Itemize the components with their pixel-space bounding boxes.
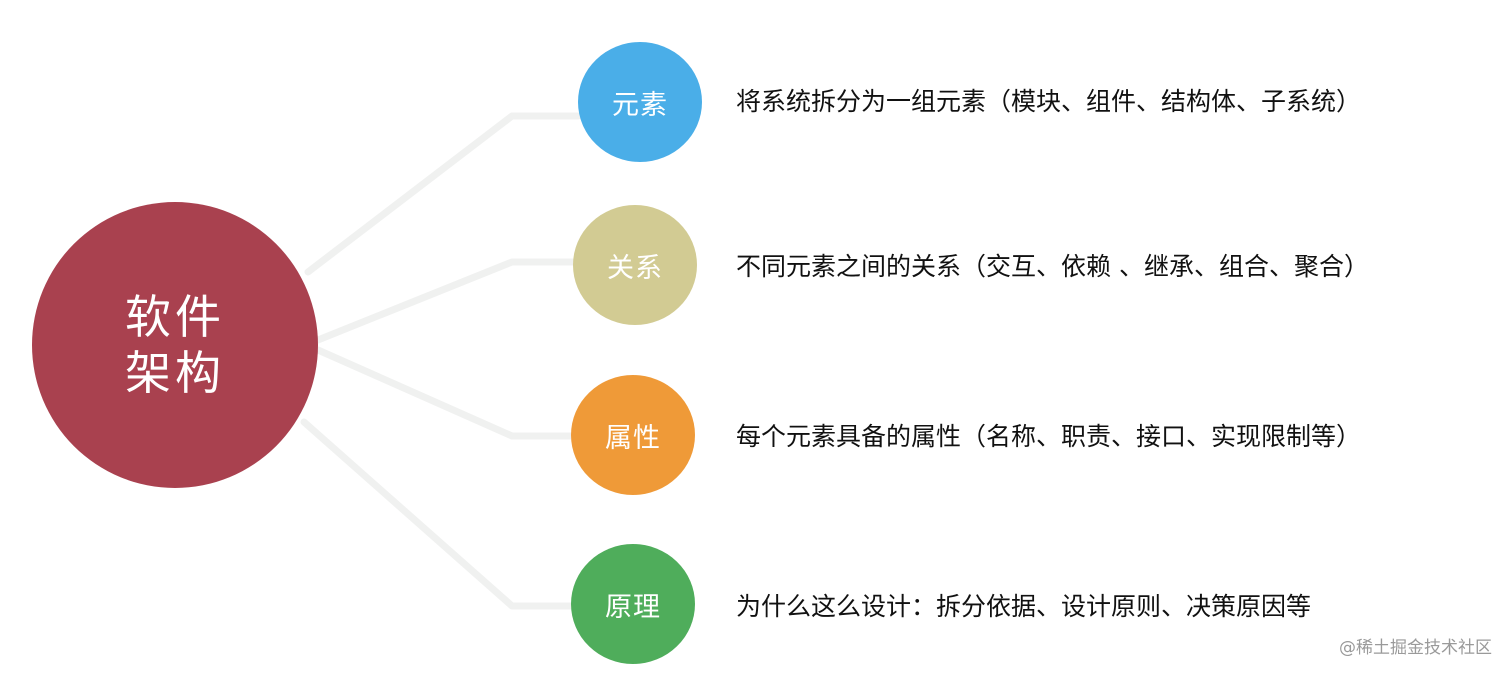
branch-label-attributes: 属性 xyxy=(605,422,661,454)
connector-elements xyxy=(304,112,582,276)
branch-description-attributes: 每个元素具备的属性（名称、职责、接口、实现限制等） xyxy=(736,422,1362,451)
branch-description-rationale: 为什么这么设计：拆分依据、设计原则、决策原因等 xyxy=(736,592,1312,621)
branch-label-rationale: 原理 xyxy=(605,591,661,623)
connector-attributes xyxy=(314,346,576,440)
branch-label-elements: 元素 xyxy=(612,89,668,121)
connector-relations xyxy=(314,258,578,344)
branch-node-rationale: 原理 xyxy=(571,544,695,664)
branch-node-attributes: 属性 xyxy=(571,375,695,495)
branch-description-relations: 不同元素之间的关系（交互、依赖 、继承、组合、聚合） xyxy=(736,252,1369,281)
branch-description-elements: 将系统拆分为一组元素（模块、组件、结构体、子系统） xyxy=(736,87,1362,116)
watermark: @稀土掘金技术社区 xyxy=(1339,638,1492,658)
root-label-line2: 架构 xyxy=(125,346,225,400)
branch-node-elements: 元素 xyxy=(578,42,702,162)
connector-rationale xyxy=(300,418,576,610)
branch-node-relations: 关系 xyxy=(573,205,697,325)
root-label-line1: 软件 xyxy=(125,290,225,344)
root-node-software-architecture: 软件 架构 xyxy=(32,202,318,488)
branch-label-relations: 关系 xyxy=(607,252,663,284)
